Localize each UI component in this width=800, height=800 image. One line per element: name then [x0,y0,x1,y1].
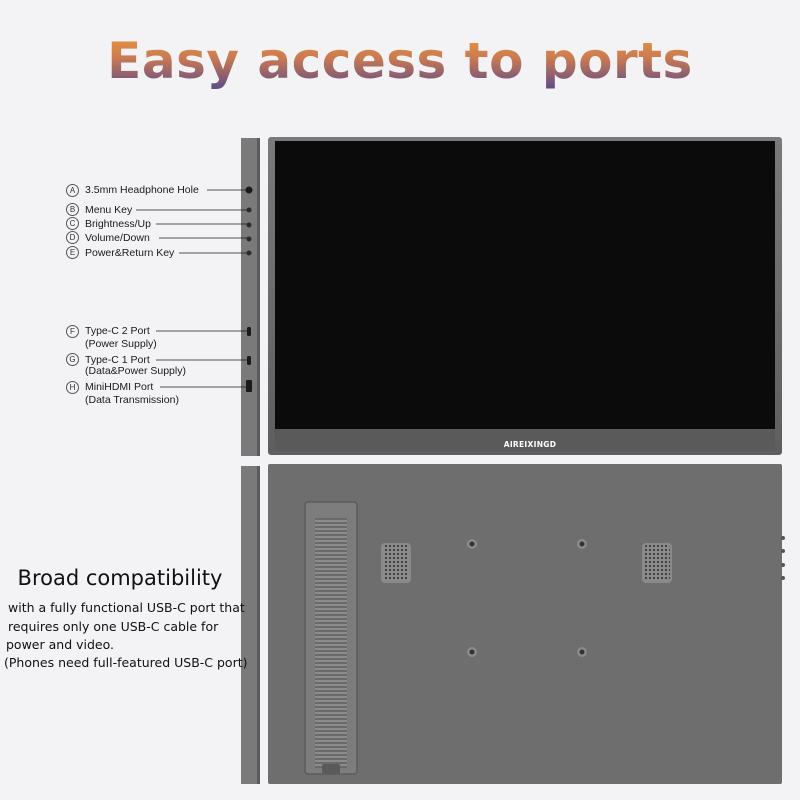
port-letter-h: H [66,381,79,394]
port-label-headphone: 3.5mm Headphone Hole [85,184,199,196]
port-letter-g: G [66,353,79,366]
brightness-key [246,222,252,228]
headline: Easy access to ports [0,32,800,90]
bottom-bezel [275,429,775,451]
compat-line-4: (Phones need full-featured USB-C port) [4,655,248,670]
monitor-side-profile [241,138,260,456]
power-key [246,250,252,256]
port-label-power: Power&Return Key [85,247,175,259]
port-letter-f: F [66,325,79,338]
compat-line-1: with a fully functional USB-C port that [8,600,245,615]
port-letter-b: B [66,203,79,216]
port-label-type-c-1: Type-C 1 Port [85,354,150,366]
mini-hdmi-port [246,380,252,392]
port-letter-a: A [66,184,79,197]
leader-lines [136,189,247,388]
monitor-back [268,464,785,784]
type-c-2-port [247,327,251,336]
port-label-menu-key: Menu Key [85,204,133,216]
port-letter-c: C [66,217,79,230]
compat-line-3: power and video. [6,637,114,652]
port-letter-d: D [66,231,79,244]
port-label-mini-hdmi: MiniHDMI Port [85,381,154,393]
port-sub-type-c-1: (Data&Power Supply) [85,365,186,377]
compat-title: Broad compatibility [17,566,223,590]
port-sub-mini-hdmi: (Data Transmission) [85,394,179,406]
port-label-type-c-2: Type-C 2 Port [85,325,150,337]
brand-logo: AIREIXINGD [503,440,557,449]
screen [275,141,775,429]
monitor-front [268,137,782,455]
port-sub-type-c-2: (Power Supply) [85,338,157,350]
type-c-1-port [247,356,251,365]
headphone-jack [245,186,253,194]
volume-key [246,236,252,242]
port-letter-e: E [66,246,79,259]
compat-line-2: requires only one USB-C cable for [8,619,219,634]
menu-key [246,207,252,213]
port-label-volume: Volume/Down [85,232,150,244]
port-label-brightness: Brightness/Up [85,218,151,230]
